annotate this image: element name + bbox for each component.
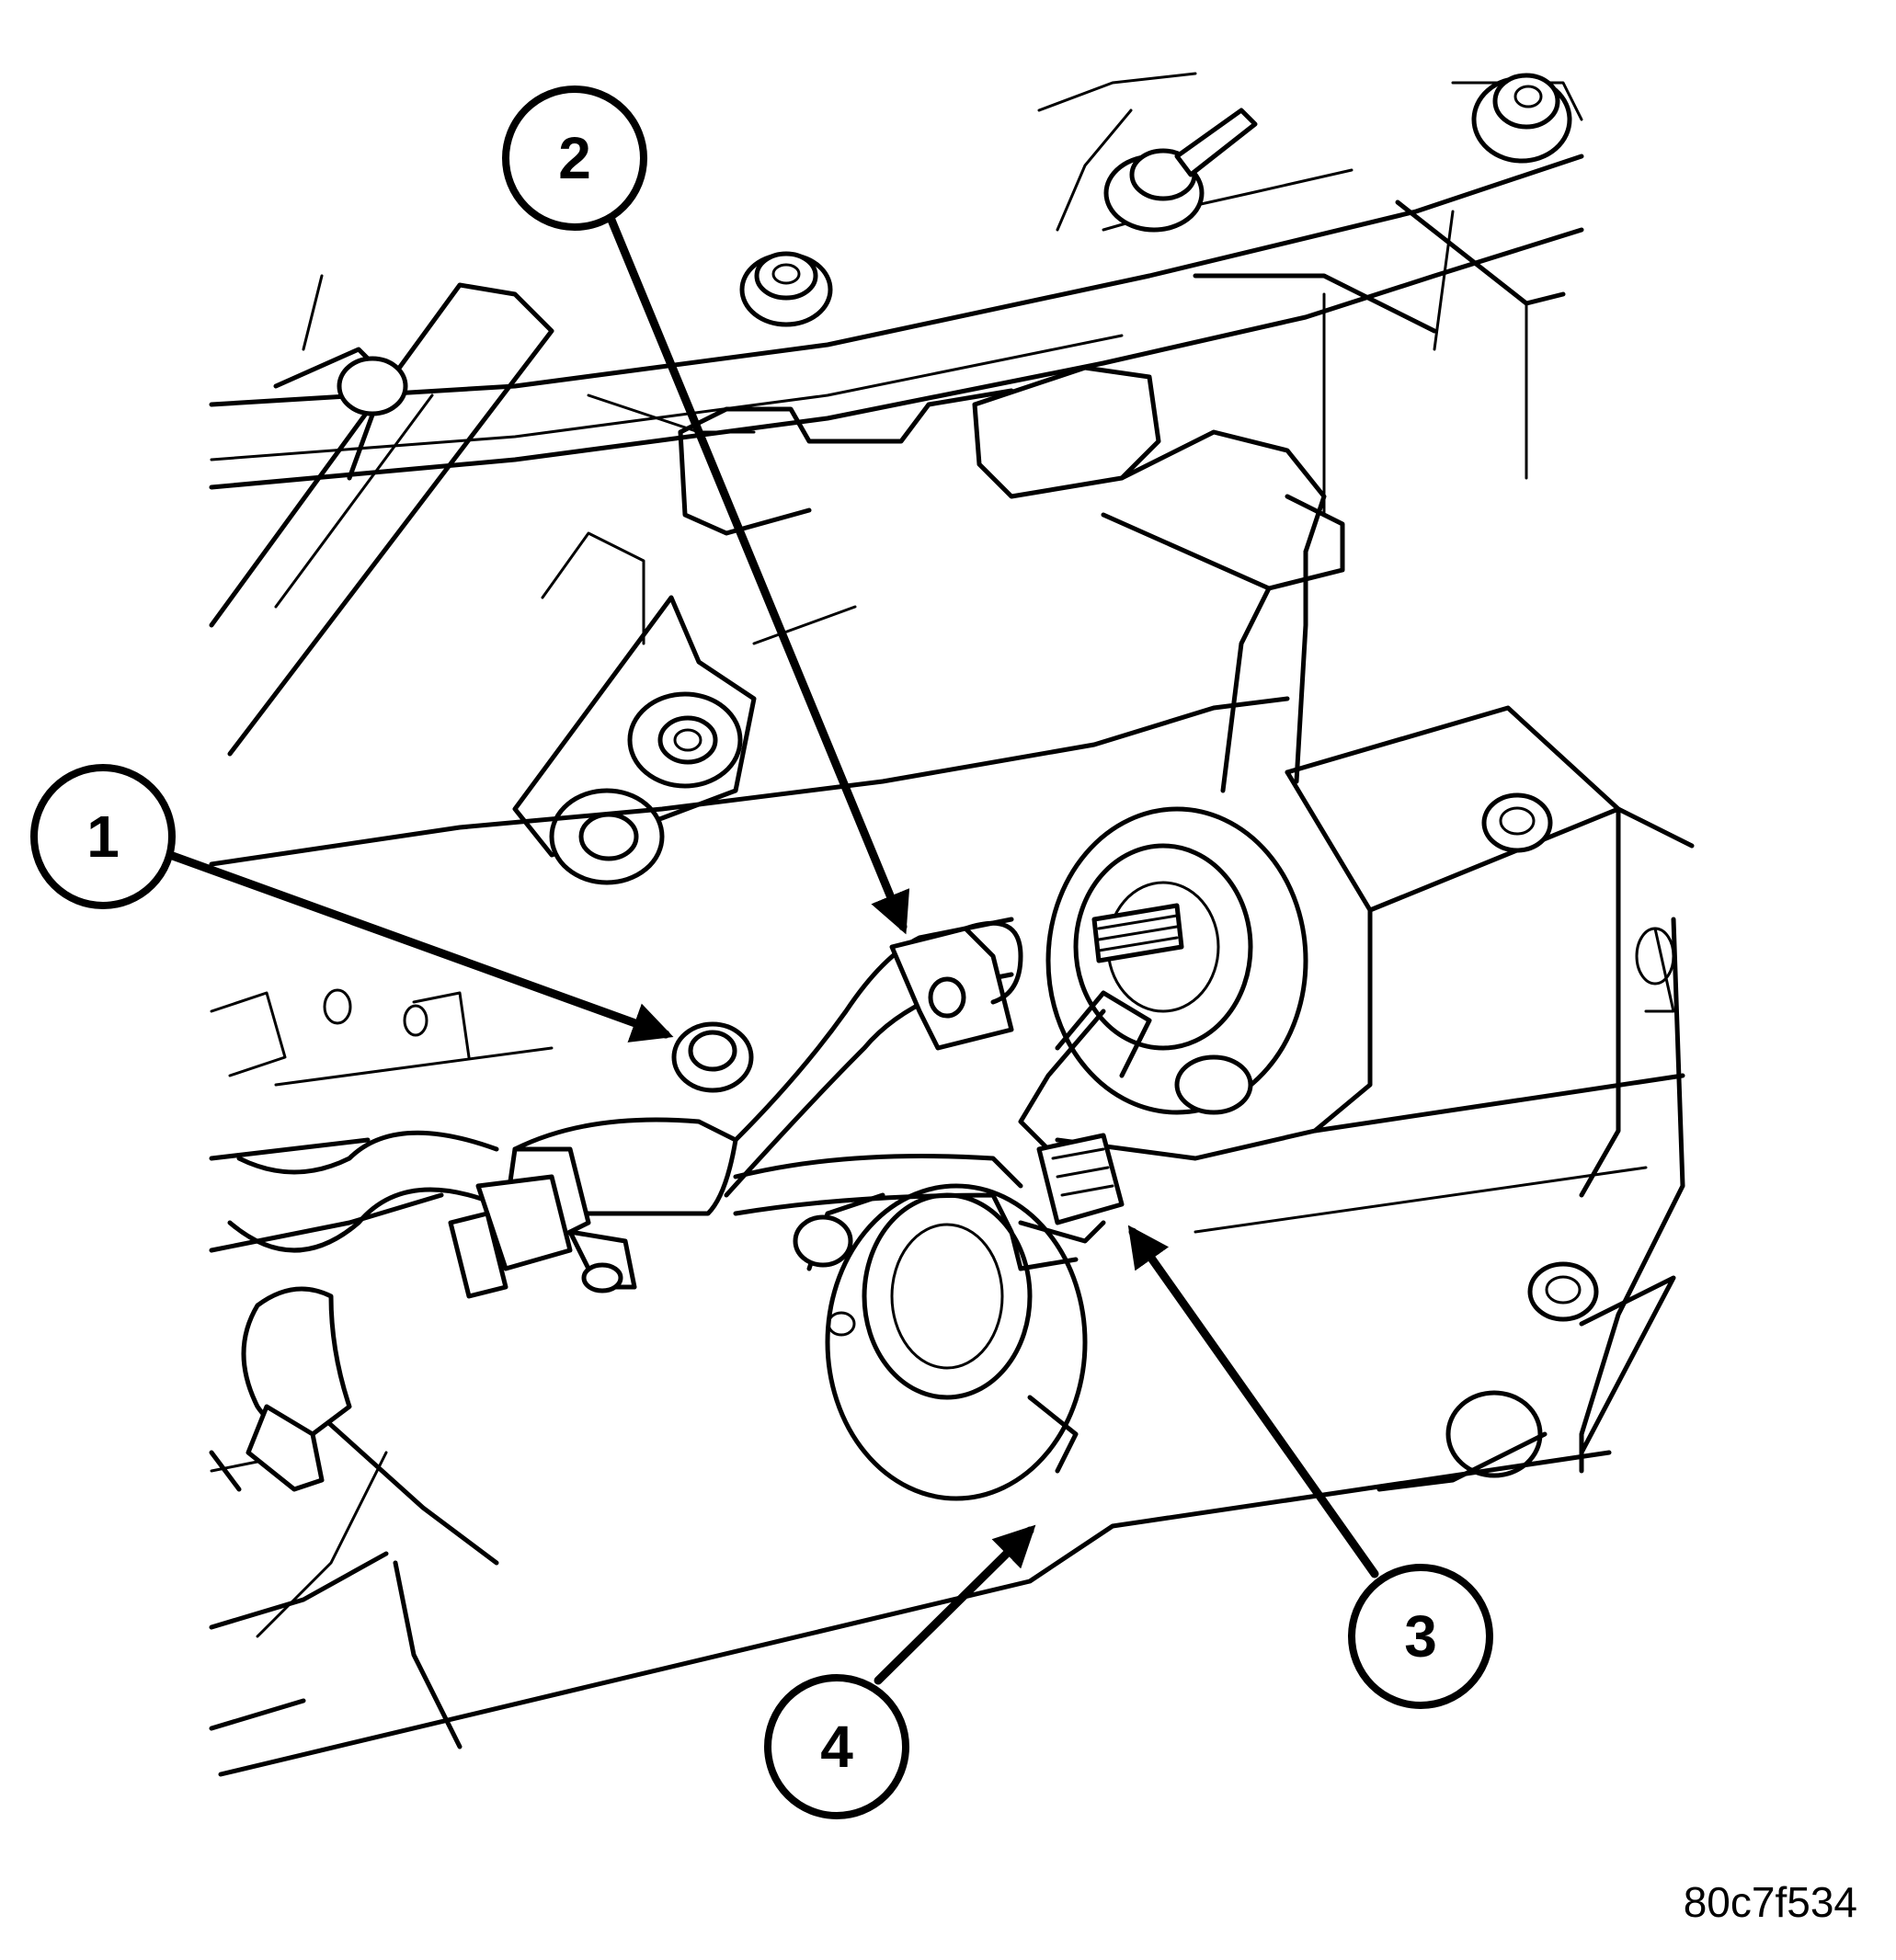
callout-2-label: 2 [558, 125, 591, 191]
leader-line-3 [1127, 1225, 1379, 1578]
harness-clip [889, 920, 1023, 1051]
mount-boss-upper [627, 691, 743, 789]
leader-line-4 [874, 1524, 1036, 1685]
upper-bolt-middle [1103, 108, 1258, 233]
sensor-bore [793, 1183, 1088, 1501]
starter-motor [1018, 806, 1308, 1161]
retaining-nut [671, 1021, 754, 1093]
callout-3: 3 [1348, 1564, 1493, 1709]
wire-harness [227, 917, 1079, 1492]
leader-line-2 [604, 209, 910, 935]
mount-boss-lower [549, 788, 665, 885]
leader-line-1 [166, 850, 674, 1043]
callout-1-label: 1 [86, 803, 120, 870]
figure-id: 80c7f534 [1683, 1878, 1857, 1926]
engine-drawing [209, 72, 1695, 1777]
upper-manifold [209, 72, 1584, 793]
case-holes [210, 988, 554, 1087]
left-engine-block [209, 274, 857, 858]
upper-bolt-left [739, 251, 833, 327]
callout-leaders [166, 209, 1379, 1685]
case-bolt-lower-right [1527, 1261, 1599, 1322]
upper-bolt-right [1471, 73, 1572, 164]
callout-4: 4 [764, 1674, 909, 1819]
transmission-case [209, 696, 1695, 1777]
callout-1: 1 [30, 764, 176, 909]
sensor-connector [1018, 1133, 1125, 1244]
callout-2: 2 [502, 85, 647, 231]
callout-3-label: 3 [1404, 1603, 1437, 1669]
callout-4-label: 4 [820, 1714, 853, 1780]
case-bolt-upper-right [1481, 792, 1553, 853]
